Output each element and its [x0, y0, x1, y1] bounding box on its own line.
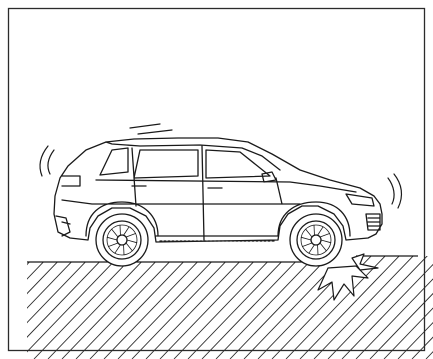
ground-hatch-line — [0, 252, 11, 359]
rear-door-seam — [202, 146, 204, 240]
ground-hatch-line — [6, 252, 109, 359]
ground-hatch-line — [174, 252, 277, 359]
ground-hatch-line — [188, 252, 291, 359]
ground-hatch-line — [132, 252, 235, 359]
ground-hatch-line — [0, 252, 39, 359]
ground-hatch-line — [48, 252, 151, 359]
rear-bumper — [56, 216, 70, 236]
rear-door-rear-seam — [132, 148, 136, 206]
ground-hatch-line — [104, 252, 207, 359]
ground-hatch-line — [20, 252, 123, 359]
ground-hatch-line — [146, 252, 249, 359]
ground-hatch-line — [216, 252, 319, 359]
rear-wheel — [96, 214, 148, 266]
ground-hatch-line — [202, 252, 305, 359]
ground-hatch-line — [76, 252, 179, 359]
side-mirror — [262, 172, 276, 182]
front-wheel — [290, 214, 342, 266]
rear-door-window — [134, 150, 198, 178]
ground-hatch-line — [160, 252, 263, 359]
ground-hatch-line — [230, 252, 333, 359]
head-light — [346, 194, 374, 206]
ground-hatch-line — [0, 252, 95, 359]
ground-hatch-line — [384, 252, 433, 359]
ground-hatch-line — [62, 252, 165, 359]
ground-hatch-line — [0, 252, 81, 359]
front-door-window — [206, 150, 270, 178]
figure-border — [9, 9, 425, 351]
ground-hatch-line — [90, 252, 193, 359]
ground-hatch-line — [0, 252, 25, 359]
ground-hatch-line — [34, 252, 137, 359]
ground-hatch-line — [118, 252, 221, 359]
body-character-line — [62, 200, 300, 204]
suv-vehicle — [54, 138, 382, 266]
rear-window — [100, 148, 128, 175]
tail-light — [62, 176, 80, 186]
